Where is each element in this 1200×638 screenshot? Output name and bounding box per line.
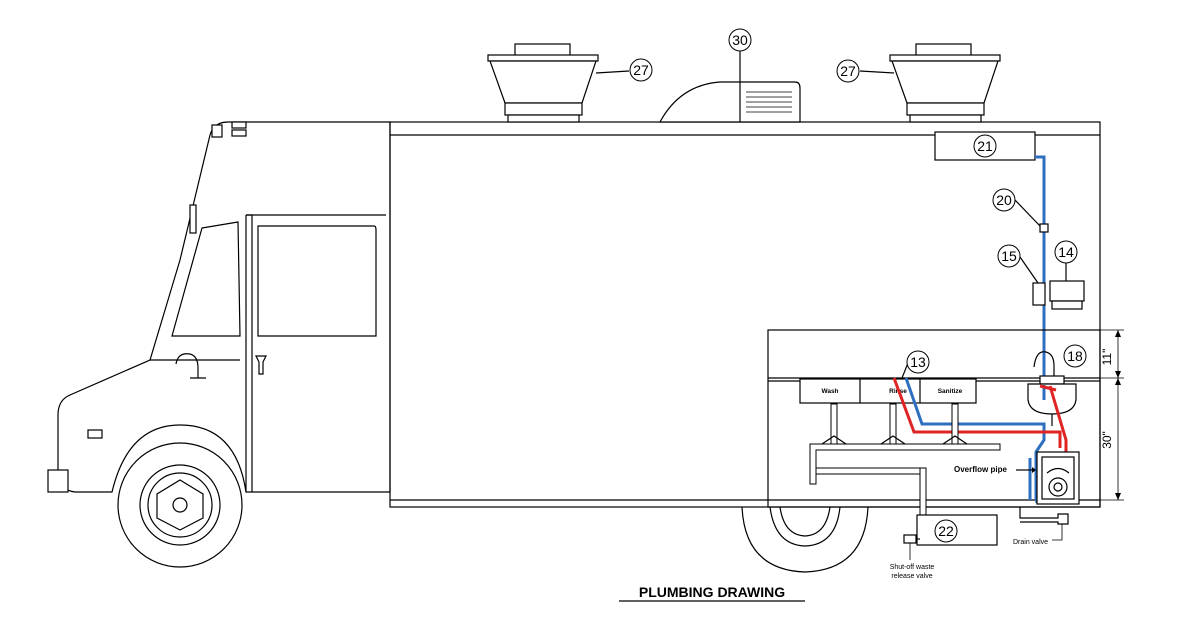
callout-22: 22 [934,519,958,543]
drain-piping [809,403,1069,525]
hot-cold-pipes [892,377,1068,505]
svg-text:14: 14 [1058,244,1074,260]
roof-exhaust-fan-left [487,43,599,123]
svg-text:22: 22 [938,523,954,539]
callout-20: 20 [992,188,1041,227]
callout-30: 30 [728,28,752,82]
roof-air-conditioner [658,81,801,123]
shutoff-valve-annotation: Shut-off waste release valve [890,543,935,580]
overflow-pipe-annotation: Overflow pipe [954,465,1036,474]
svg-text:21: 21 [977,138,993,154]
shutoff-label-line1: Shut-off waste [890,564,935,571]
hand-sink [1027,351,1077,426]
front-wheel [117,442,243,568]
svg-text:20: 20 [996,192,1012,208]
rear-wheel [741,506,869,573]
svg-text:18: 18 [1067,348,1083,364]
overflow-pipe-label: Overflow pipe [954,465,1007,474]
drain-valve-label: Drain valve [1013,539,1048,546]
callout-14: 14 [1054,240,1078,281]
svg-text:27: 27 [840,63,856,79]
drain-valve-annotation: Drain valve [1013,524,1063,546]
callout-27-right: 27 [836,59,895,83]
svg-text:15: 15 [1001,248,1017,264]
callout-21: 21 [973,134,997,158]
three-compartment-sink: Wash Rinse Sanitize [799,378,977,404]
soap-dispenser [1049,280,1085,310]
three-comp-faucet [175,353,206,379]
callout-13: 13 [901,350,930,379]
sanitize-label: Sanitize [938,388,963,395]
cold-water-supply-line [1035,155,1046,385]
svg-text:27: 27 [633,62,649,78]
dimension-11-inch: 11" [1100,349,1114,366]
shutoff-label-line2: release valve [891,573,932,580]
svg-text:30: 30 [732,32,748,48]
water-pump [1039,223,1049,233]
drawing-title: PLUMBING DRAWING [619,584,805,602]
callout-27-left: 27 [595,58,653,82]
water-heater [1036,451,1080,505]
roof-exhaust-fan-right [889,43,1001,123]
wash-label: Wash [821,388,838,395]
dimension-30-inch: 30" [1100,431,1114,449]
svg-text:13: 13 [910,354,926,370]
paper-towel-dispenser [1032,282,1046,306]
page-title: PLUMBING DRAWING [639,584,785,600]
callout-15: 15 [997,244,1039,284]
callout-18: 18 [1063,344,1087,368]
dimension-lines: 11" 30" [1100,329,1124,501]
truck-cab [47,121,391,493]
